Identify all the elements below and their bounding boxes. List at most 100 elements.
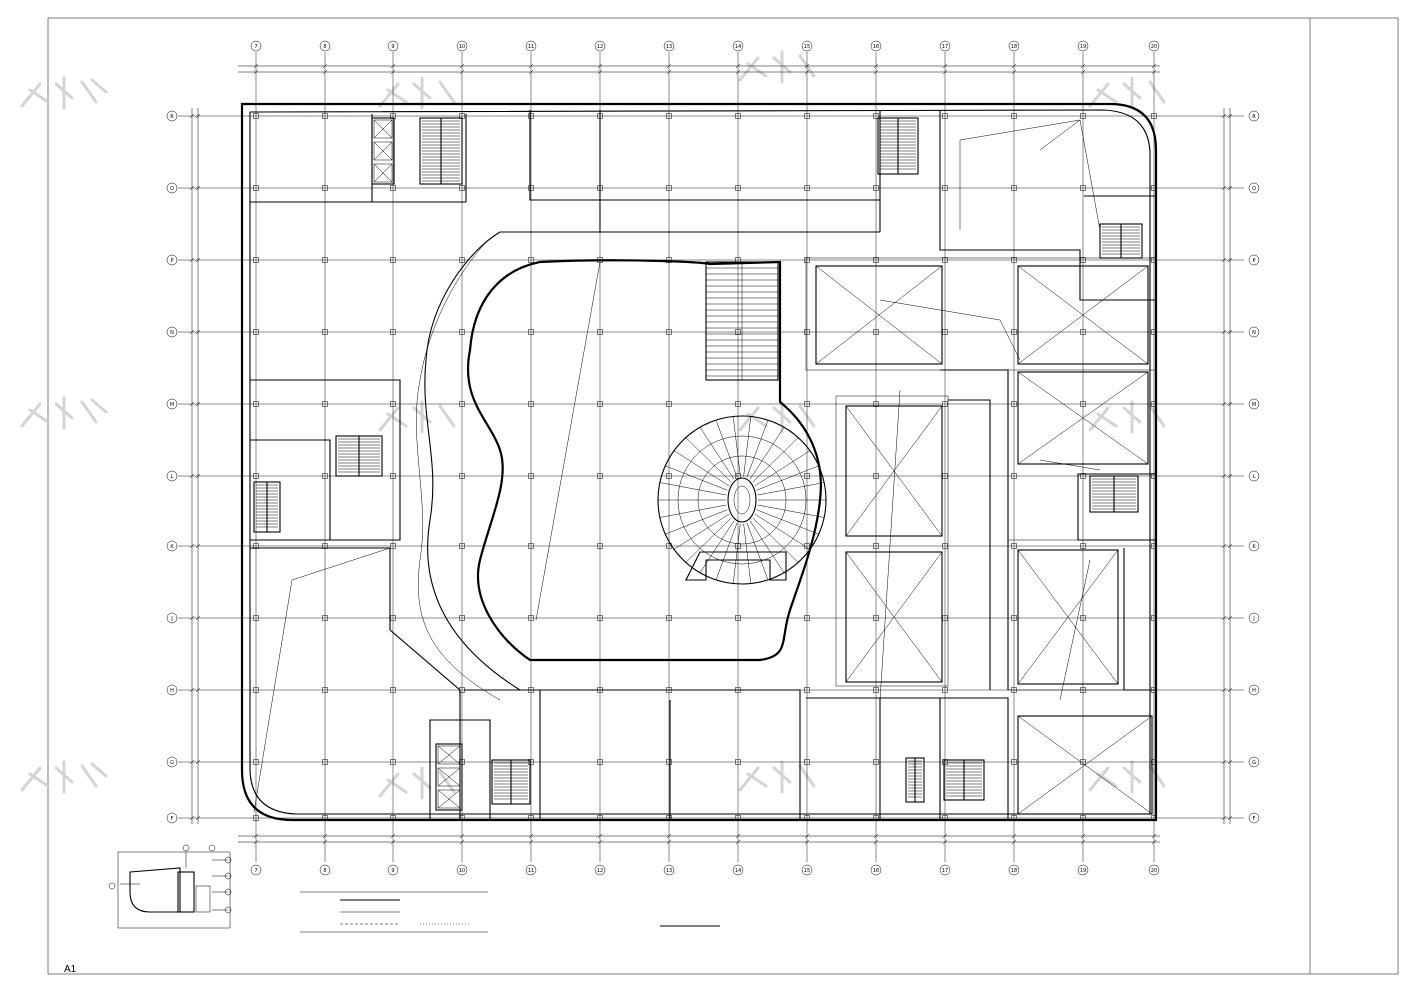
annotation-leaders xyxy=(253,119,1101,813)
column xyxy=(1011,615,1017,621)
column xyxy=(735,185,741,191)
column xyxy=(735,329,741,335)
axis-bubble: J xyxy=(1248,612,1260,624)
watermark xyxy=(20,50,1166,800)
svg-text:P: P xyxy=(170,258,173,264)
svg-text:14: 14 xyxy=(735,868,741,874)
column xyxy=(666,185,672,191)
svg-text:H: H xyxy=(170,688,174,694)
svg-text:11: 11 xyxy=(528,44,534,50)
column xyxy=(322,687,328,693)
column xyxy=(322,329,328,335)
axis-bubble: 15 xyxy=(801,40,813,52)
axis-bubble: 11 xyxy=(525,864,537,876)
svg-text:19: 19 xyxy=(1080,868,1086,874)
axis-bubble: 19 xyxy=(1077,40,1089,52)
svg-text:Q: Q xyxy=(170,186,174,192)
column xyxy=(804,473,810,479)
column xyxy=(322,473,328,479)
svg-text:13: 13 xyxy=(666,44,672,50)
column xyxy=(253,113,259,119)
axis-bubble: R xyxy=(1248,110,1260,122)
column xyxy=(253,257,259,263)
sheet-size-label: A1 xyxy=(64,964,77,975)
column xyxy=(1080,401,1086,407)
svg-text:18: 18 xyxy=(1011,868,1017,874)
stair-core xyxy=(335,435,383,477)
column xyxy=(597,759,603,765)
svg-text:7: 7 xyxy=(254,44,257,50)
svg-text:16: 16 xyxy=(873,868,879,874)
column xyxy=(804,687,810,693)
axis-bubble: 20 xyxy=(1148,864,1160,876)
axis-bubble: 14 xyxy=(732,40,744,52)
axis-bubble: 18 xyxy=(1008,864,1020,876)
column xyxy=(253,815,259,821)
column xyxy=(1011,185,1017,191)
column xyxy=(873,687,879,693)
svg-text:F: F xyxy=(1253,816,1256,822)
column xyxy=(528,113,534,119)
column xyxy=(666,615,672,621)
stair-core xyxy=(1089,475,1139,513)
column xyxy=(1011,113,1017,119)
column xyxy=(942,113,948,119)
column xyxy=(253,615,259,621)
svg-text:20: 20 xyxy=(1151,44,1157,50)
interior-partitions xyxy=(250,110,1157,821)
column xyxy=(942,687,948,693)
svg-text:9: 9 xyxy=(391,44,394,50)
axis-bubble: 7 xyxy=(250,40,262,52)
svg-text:17: 17 xyxy=(942,868,948,874)
svg-text:L: L xyxy=(1253,474,1256,480)
glazing-curve xyxy=(416,239,501,701)
svg-text:12: 12 xyxy=(597,868,603,874)
stair-core xyxy=(419,117,463,185)
elevator-core xyxy=(371,117,395,185)
svg-text:15: 15 xyxy=(804,44,810,50)
dimension-lines xyxy=(191,65,1231,843)
axis-bubble: 10 xyxy=(456,40,468,52)
column xyxy=(942,543,948,549)
column xyxy=(873,543,879,549)
column xyxy=(597,401,603,407)
column xyxy=(1011,473,1017,479)
column xyxy=(666,759,672,765)
column xyxy=(528,257,534,263)
axis-bubble: F xyxy=(166,812,178,824)
column xyxy=(459,401,465,407)
column xyxy=(528,543,534,549)
column xyxy=(528,185,534,191)
svg-text:P: P xyxy=(1252,258,1255,264)
svg-text:19: 19 xyxy=(1080,44,1086,50)
inner-wall-line xyxy=(249,109,1151,815)
column xyxy=(528,759,534,765)
axis-bubble: F xyxy=(1248,812,1260,824)
svg-text:K: K xyxy=(170,544,174,550)
column xyxy=(735,113,741,119)
column xyxy=(1011,543,1017,549)
svg-text:M: M xyxy=(170,402,174,408)
axis-bubble: G xyxy=(166,756,178,768)
axis-bubble: 7 xyxy=(250,864,262,876)
svg-text:8: 8 xyxy=(323,868,326,874)
column xyxy=(253,473,259,479)
column xyxy=(459,473,465,479)
axis-bubble: H xyxy=(1248,684,1260,696)
column xyxy=(390,185,396,191)
axis-bubble: 9 xyxy=(387,40,399,52)
axis-bubble: 17 xyxy=(939,864,951,876)
column xyxy=(597,615,603,621)
column xyxy=(804,615,810,621)
svg-text:12: 12 xyxy=(597,44,603,50)
column xyxy=(459,615,465,621)
grand-stair xyxy=(705,261,779,381)
column xyxy=(666,329,672,335)
column xyxy=(528,401,534,407)
axis-bubble: 10 xyxy=(456,864,468,876)
column xyxy=(528,473,534,479)
svg-text:G: G xyxy=(1252,760,1256,766)
column xyxy=(459,257,465,263)
column xyxy=(253,329,259,335)
